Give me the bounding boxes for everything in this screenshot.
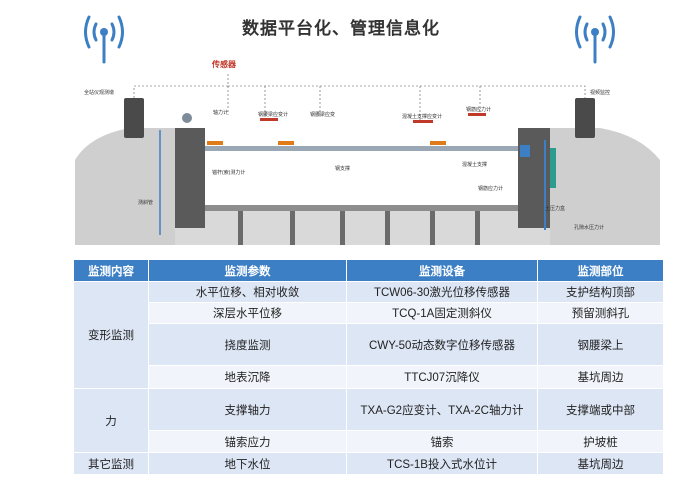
cell-parameter: 水平位移、相对收敛 [148,281,347,303]
cell-parameter: 挠度监测 [148,323,347,366]
diagram-title: 数据平台化、管理信息化 [242,19,440,38]
cell-location: 钢腰梁上 [537,323,664,366]
cell-equipment: 锚索 [346,430,538,453]
earth-pressure-label: 土压力盒 [545,206,566,212]
rebar-strain-label: 钢筋应力计 [478,186,504,192]
cell-equipment: TXA-G2应变计、TXA-2C轴力计 [346,388,538,431]
cell-parameter: 地表沉降 [148,365,347,389]
right-well-label: 视频监控 [590,90,611,96]
cell-location: 基坑周边 [537,452,664,475]
pore-pressure-label: 孔隙水压力计 [574,225,605,231]
table-row: 力 支撑轴力 TXA-G2应变计、TXA-2C轴力计 支撑端或中部 [73,388,664,453]
left-well-label: 全站仪观测墩 [84,90,115,96]
pit-floor [175,205,550,245]
steel-strut [205,146,518,151]
beam-strain-label-1: 钢腰梁应变计 [258,112,289,118]
rebar-gauge-label: 钢筋应力计 [466,107,492,113]
cell-equipment: CWY-50动态数字位移传感器 [346,323,538,366]
cell-equipment: TCQ-1A固定测斜仪 [346,302,538,324]
axial-force-label: 轴力计 [213,110,229,116]
table-row: 挠度监测 CWY-50动态数字位移传感器 钢腰梁上 [74,323,664,366]
cell-location: 支撑端或中部 [537,388,664,431]
cell-parameter: 锚索应力 [148,430,347,453]
header-content: 监测内容 [73,259,149,282]
cell-location: 基坑周边 [537,365,664,389]
header-location: 监测部位 [537,259,664,282]
table-row: 深层水平位移 TCQ-1A固定测斜仪 预留测斜孔 [74,302,664,324]
category-other: 其它监测 [73,452,149,475]
soil-ground [75,128,175,245]
cell-parameter: 支撑轴力 [148,388,347,431]
monitoring-table: 监测内容 监测参数 监测设备 监测部位 变形监测 水平位移、相对收敛 TCW06… [73,259,664,475]
table-row: 其它监测 地下水位 TCS-1B投入式水位计 基坑周边 [73,452,664,475]
cell-equipment: TCS-1B投入式水位计 [346,452,538,475]
header-parameter: 监测参数 [148,259,347,282]
pit-illustration [75,15,660,245]
cell-parameter: 深层水平位移 [148,302,347,324]
wifi-signal-left-icon [84,15,124,64]
cell-parameter: 地下水位 [148,452,347,475]
right-monitoring-well [575,98,595,138]
category-deformation: 变形监测 [73,281,149,389]
soil-ground-right [550,128,660,245]
category-force: 力 [73,388,149,453]
cell-equipment: TTCJ07沉降仪 [346,365,538,389]
wifi-signal-right-icon [575,15,615,64]
cell-equipment: TCW06-30激光位移传感器 [346,281,538,303]
left-monitoring-well [124,98,144,138]
inclinometer-label: 测斜管 [138,200,154,206]
table-header-row: 监测内容 监测参数 监测设备 监测部位 [73,259,664,282]
steel-pipe-label: 钢支撑 [335,166,351,172]
table-row: 地表沉降 TTCJ07沉降仪 基坑周边 [74,365,664,389]
cell-location: 支护结构顶部 [537,281,664,303]
concrete-strut-label: 混凝土支撑 [462,162,488,168]
signal-lines [133,72,586,120]
concrete-support-label: 混凝土支撑应变计 [402,114,443,120]
table-row: 锚索应力 锚索 护坡桩 [74,430,664,453]
foundation-piles [238,211,480,245]
anchor-force-label: 锚杆(索)测力计 [212,170,246,176]
left-retaining-wall [175,128,205,228]
cell-location: 预留测斜孔 [537,302,664,324]
header-equipment: 监测设备 [346,259,538,282]
table-row: 变形监测 水平位移、相对收敛 TCW06-30激光位移传感器 支护结构顶部 [73,281,664,389]
sensor-label: 传感器 [212,60,236,69]
monitoring-diagram: 数据平台化、管理信息化 传感器 全站仪观测墩 视频监控 轴力计 钢腰梁应变计 钢… [75,15,660,245]
cell-location: 护坡桩 [537,430,664,453]
concrete-strut [205,205,518,211]
beam-strain-label-2: 钢腰梁应变 [310,112,336,118]
